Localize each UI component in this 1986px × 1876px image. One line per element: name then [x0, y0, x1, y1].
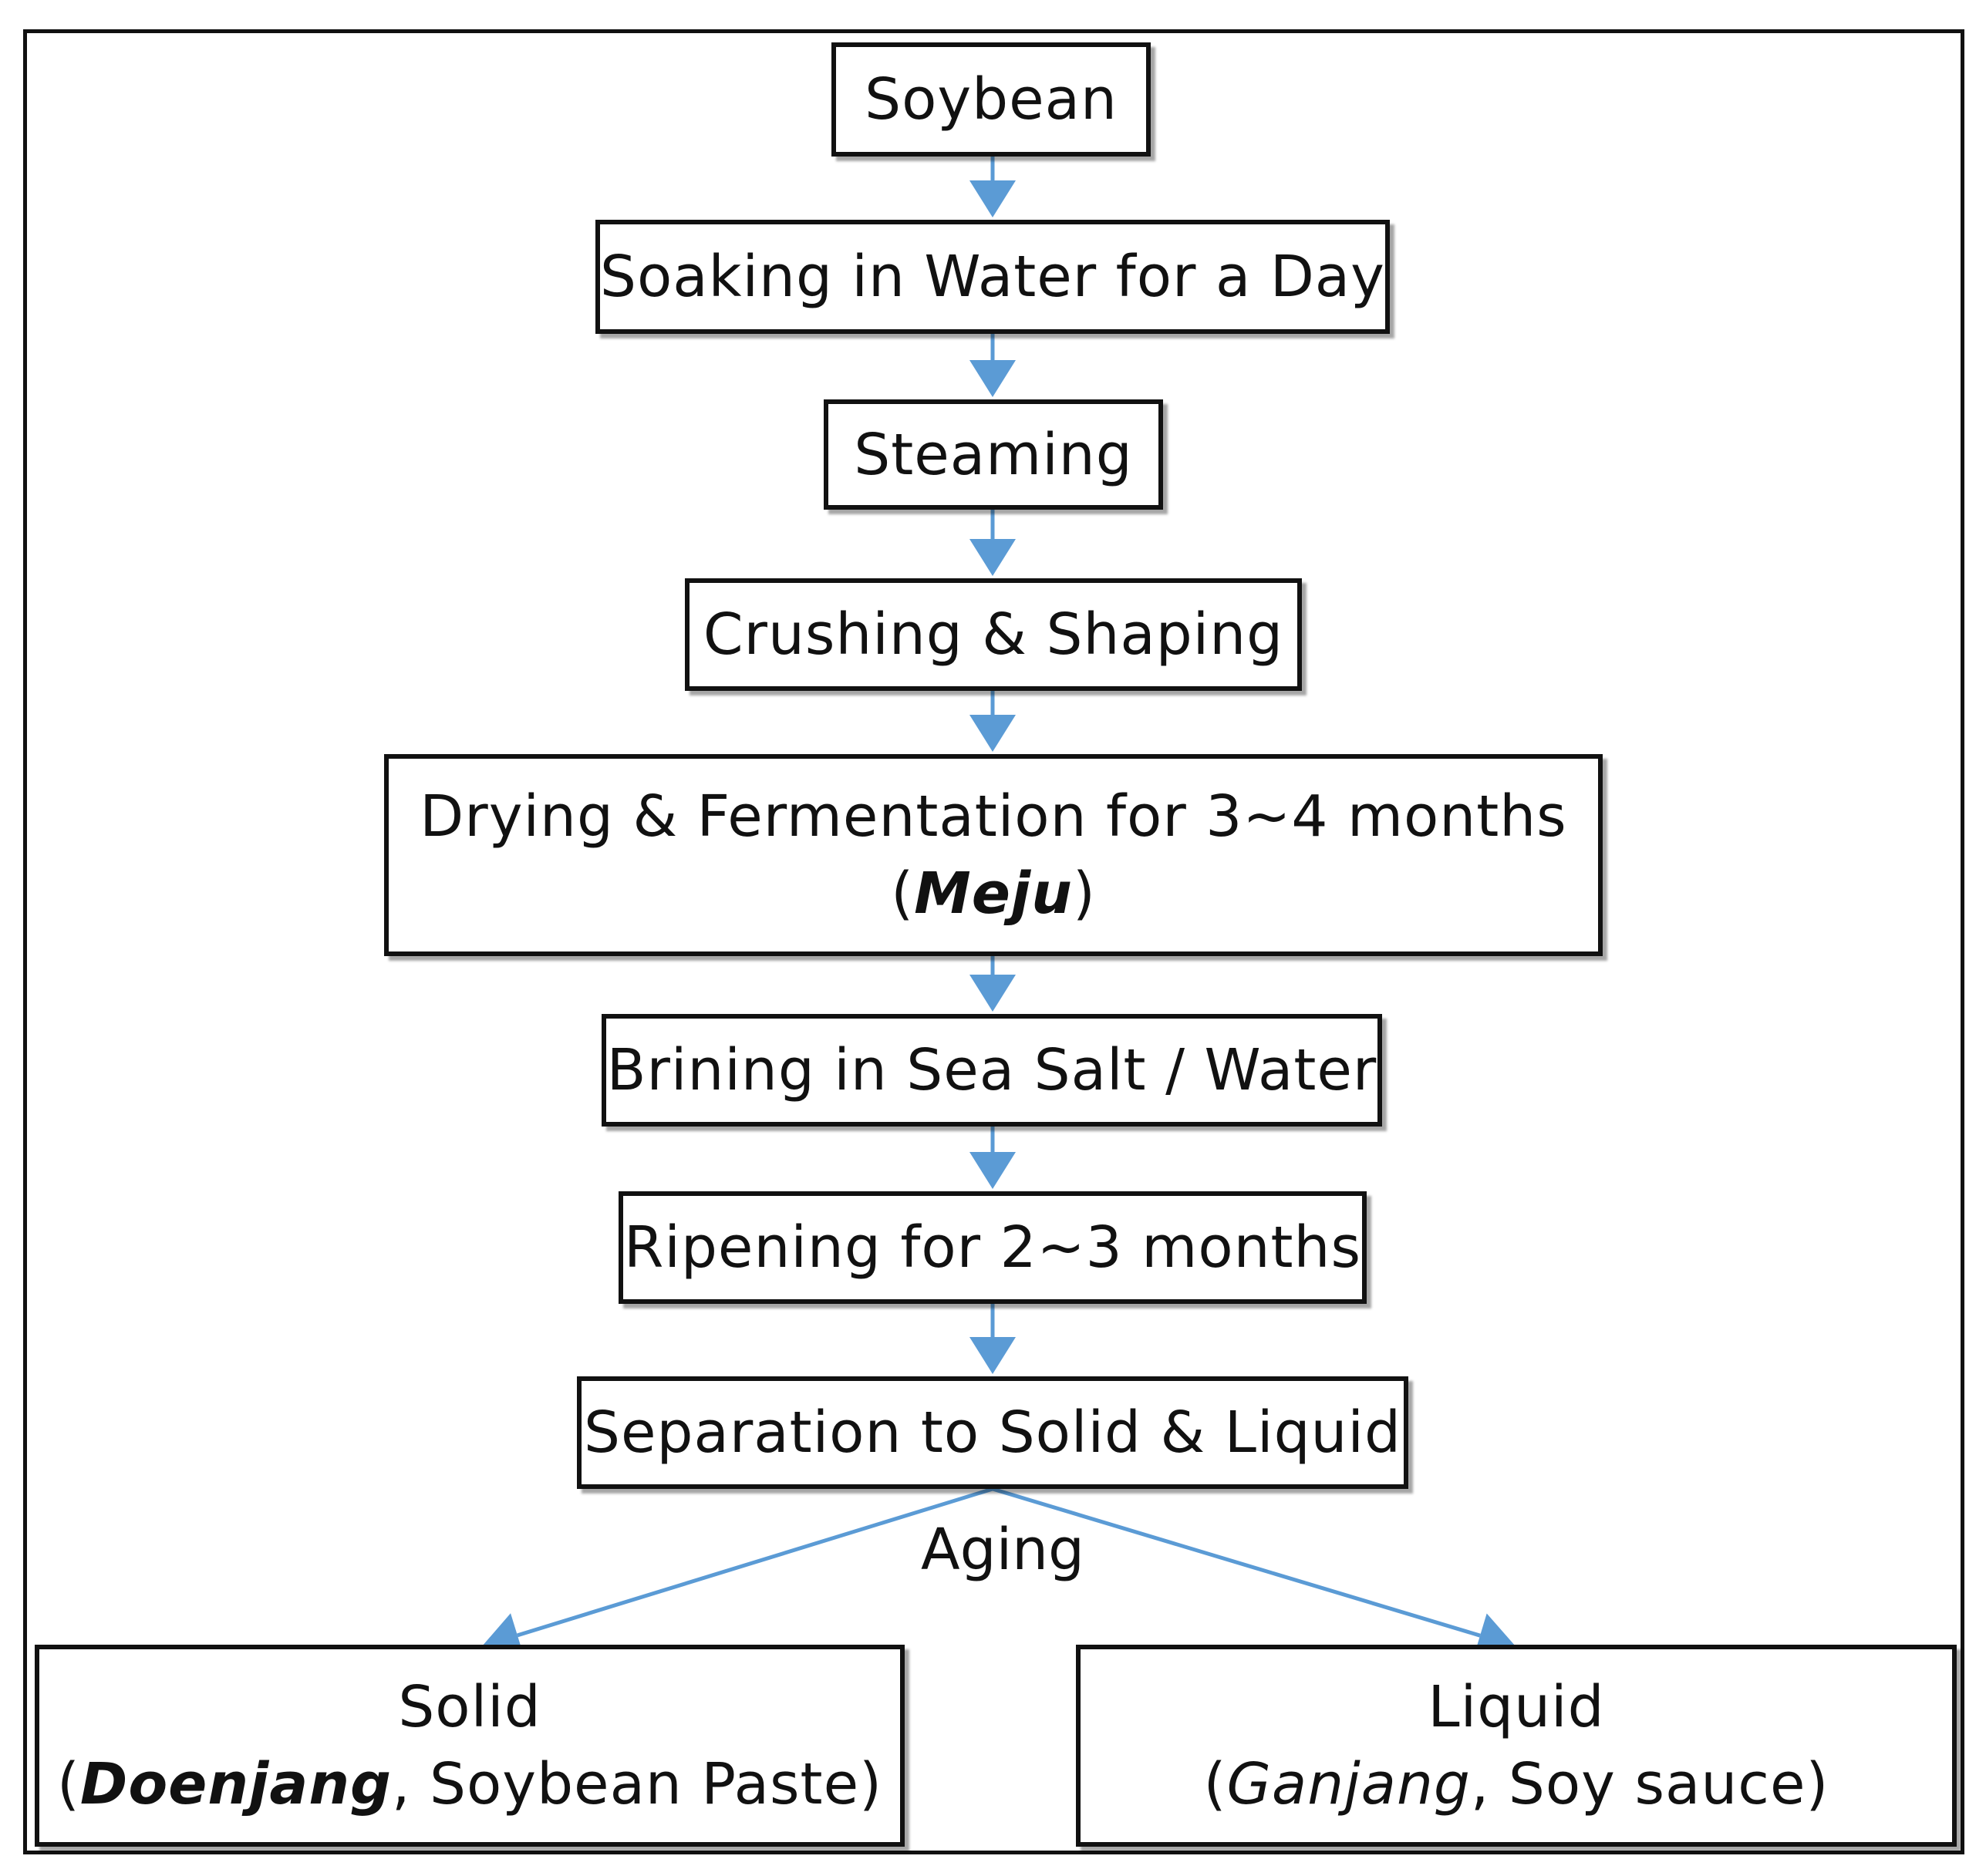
diagram-frame	[23, 29, 1964, 1854]
step-label: Soybean	[865, 66, 1118, 133]
arrow-brining-ripening-head	[969, 1152, 1016, 1189]
step-brining: Brining in Sea Salt / Water	[602, 1014, 1382, 1127]
solid-note: (Doenjang, Soybean Paste)	[57, 1751, 882, 1817]
step-drying-fermentation: Drying & Fermentation for 3~4 months (Me…	[384, 754, 1603, 956]
aging-label: Aging	[920, 1517, 1085, 1583]
step-soaking: Soaking in Water for a Day	[595, 220, 1390, 334]
arrow-crushing-drying-head	[969, 715, 1016, 752]
step-soybean: Soybean	[831, 42, 1151, 157]
arrow-to-solid-shaft	[517, 1487, 993, 1638]
solid-title: Solid	[398, 1674, 541, 1740]
step-label: Soaking in Water for a Day	[600, 244, 1385, 310]
output-liquid: Liquid (Ganjang, Soy sauce)	[1076, 1645, 1957, 1847]
meju-term: Meju	[914, 861, 1073, 927]
step-label: Drying & Fermentation for 3~4 months	[420, 783, 1567, 850]
step-steaming: Steaming	[824, 399, 1163, 510]
arrow-drying-brining-head	[969, 975, 1016, 1012]
arrow-soaking-steaming-head	[969, 360, 1016, 397]
step-crushing-shaping: Crushing & Shaping	[685, 578, 1302, 691]
step-ripening: Ripening for 2~3 months	[619, 1191, 1367, 1304]
arrow-ripening-separation-head	[969, 1337, 1016, 1374]
output-solid: Solid (Doenjang, Soybean Paste)	[35, 1645, 905, 1847]
step-label: Ripening for 2~3 months	[623, 1214, 1362, 1281]
liquid-title: Liquid	[1428, 1674, 1605, 1740]
doenjang-term: Doenjang	[79, 1751, 392, 1817]
step-label: Brining in Sea Salt / Water	[606, 1037, 1377, 1103]
step-label: Crushing & Shaping	[703, 601, 1284, 668]
ganjang-term: Ganjang	[1226, 1751, 1471, 1817]
arrow-to-liquid-shaft	[992, 1487, 1481, 1638]
liquid-note: (Ganjang, Soy sauce)	[1203, 1751, 1829, 1817]
step-label: Steaming	[854, 421, 1133, 488]
step-separation: Separation to Solid & Liquid	[577, 1376, 1408, 1489]
arrow-soybean-soaking-head	[969, 180, 1016, 217]
step-label: Separation to Solid & Liquid	[584, 1399, 1401, 1466]
arrow-steaming-crushing-head	[969, 539, 1016, 576]
meju-note: (Meju)	[891, 861, 1096, 927]
